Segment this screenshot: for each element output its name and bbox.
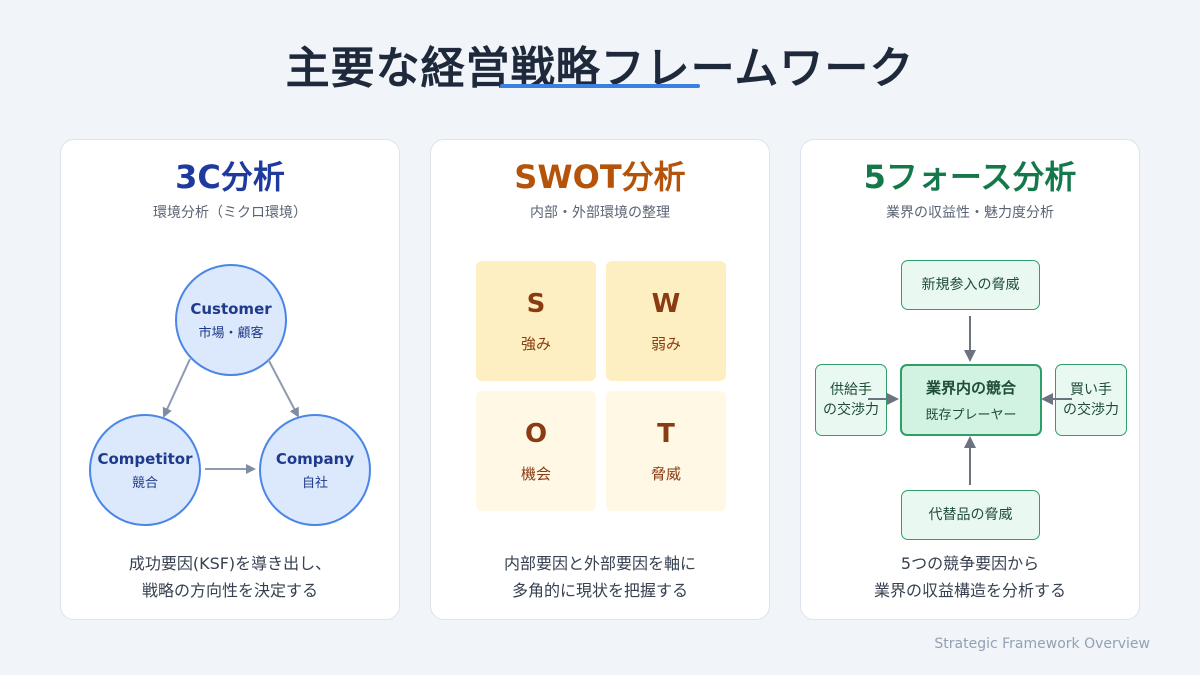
node-company-sub: 自社: [301, 475, 328, 491]
panel-desc-5forces: 5つの競争要因から 業界の収益構造を分析する: [801, 550, 1139, 604]
swot-opportunities: O 機会: [476, 391, 596, 511]
force-rivalry: 業界内の競合 既存プレーヤー: [900, 364, 1042, 436]
title-underline: [500, 84, 700, 88]
desc-line: 5つの競争要因から: [900, 554, 1040, 573]
panel-title-5forces: 5フォース分析: [863, 158, 1077, 196]
node-competitor: Competitor 競合: [89, 414, 201, 526]
swot-label: 強み: [520, 334, 551, 353]
force-suppliers: 供給手 の交渉力: [815, 364, 887, 436]
panel-swot: SWOT分析 内部・外部環境の整理 S 強み W 弱み O 機会 T 脅威 内部…: [430, 139, 770, 620]
footer-caption: Strategic Framework Overview: [934, 636, 1150, 652]
panel-subtitle-3c: 環境分析（ミクロ環境）: [153, 205, 307, 221]
desc-line: 戦略の方向性を決定する: [141, 581, 318, 600]
force-label-line2: の交渉力: [1063, 402, 1119, 418]
force-new-entrants: 新規参入の脅威: [901, 260, 1040, 310]
swot-label: 弱み: [650, 334, 681, 353]
force-label-line1: 供給手: [830, 382, 872, 398]
swot-label: 機会: [520, 464, 551, 483]
node-customer-name: Customer: [190, 299, 272, 318]
swot-letter: O: [524, 418, 548, 449]
panel-title-3c: 3C分析: [175, 158, 285, 196]
force-label-line1: 買い手: [1070, 382, 1112, 398]
swot-weaknesses: W 弱み: [606, 261, 726, 381]
desc-line: 内部要因と外部要因を軸に: [503, 554, 696, 573]
desc-line: 業界の収益構造を分析する: [873, 581, 1066, 600]
node-company-name: Company: [275, 449, 355, 468]
force-label-line2: の交渉力: [823, 402, 879, 418]
force-center-title: 業界内の競合: [925, 379, 1016, 397]
panel-desc-swot: 内部要因と外部要因を軸に 多角的に現状を把握する: [431, 550, 769, 604]
panel-subtitle-5forces: 業界の収益性・魅力度分析: [886, 205, 1054, 221]
panel-3c: 3C分析 環境分析（ミクロ環境） Customer 市場・顧客 Competit…: [60, 139, 400, 620]
node-customer: Customer 市場・顧客: [175, 264, 287, 376]
node-competitor-name: Competitor: [97, 449, 193, 468]
panel-subtitle-swot: 内部・外部環境の整理: [530, 205, 670, 221]
panel-5forces: 5フォース分析 業界の収益性・魅力度分析 新規参入の脅威 供給手 の交渉力 業界…: [800, 139, 1140, 620]
swot-strengths: S 強み: [476, 261, 596, 381]
force-label: 代替品の脅威: [928, 507, 1013, 523]
swot-letter: S: [526, 288, 546, 319]
node-company: Company 自社: [259, 414, 371, 526]
swot-threats: T 脅威: [606, 391, 726, 511]
node-competitor-sub: 競合: [131, 475, 158, 491]
desc-line: 多角的に現状を把握する: [511, 581, 688, 600]
swot-letter: T: [657, 418, 675, 449]
swot-label: 脅威: [650, 464, 681, 483]
force-center-sub: 既存プレーヤー: [925, 408, 1017, 423]
node-customer-sub: 市場・顧客: [198, 325, 264, 341]
panel-title-swot: SWOT分析: [514, 158, 686, 196]
force-label: 新規参入の脅威: [921, 277, 1020, 293]
swot-letter: W: [651, 288, 681, 319]
panel-desc-3c: 成功要因(KSF)を導き出し、 戦略の方向性を決定する: [61, 550, 399, 604]
force-substitutes: 代替品の脅威: [901, 490, 1040, 540]
force-buyers: 買い手 の交渉力: [1055, 364, 1127, 436]
desc-line: 成功要因(KSF)を導き出し、: [128, 554, 332, 573]
